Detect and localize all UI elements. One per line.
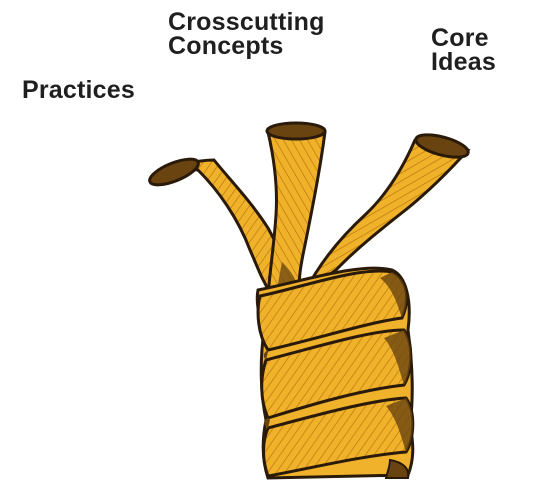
twisted-rope-body	[257, 268, 413, 478]
